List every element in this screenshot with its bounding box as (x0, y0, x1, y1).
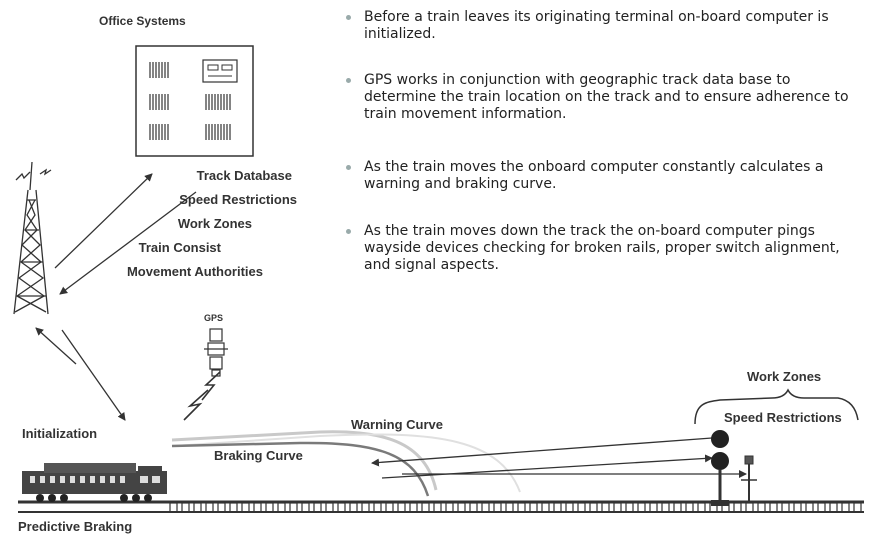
data-item-speed-restrictions: Speed Restrictions (179, 192, 297, 207)
track-tie (529, 502, 538, 513)
gps-label: GPS (204, 313, 224, 323)
track-tie (541, 502, 550, 513)
track-tie (577, 502, 586, 513)
track-tie (337, 502, 346, 513)
track-tie (649, 502, 658, 513)
braking-curve-line (171, 441, 430, 497)
initialization-down-arrow (61, 329, 126, 421)
warning-curve-outer (173, 433, 521, 493)
track-tie (853, 502, 862, 513)
track-tie (793, 502, 802, 513)
track-tie (709, 502, 718, 513)
track-tie (613, 502, 622, 513)
bullet-dot (346, 229, 351, 234)
bullet-text: GPS works in conjunction with geographic… (364, 72, 849, 122)
gps-satellite-icon (183, 328, 228, 421)
track-tie (265, 502, 274, 513)
uplink-arrow (54, 173, 153, 269)
track-tie (637, 502, 646, 513)
track-tie (433, 502, 442, 513)
track-tie (217, 502, 226, 513)
track-tie (205, 502, 214, 513)
track-tie (445, 502, 454, 513)
track-tie (733, 502, 742, 513)
work-zones-label: Work Zones (747, 369, 822, 384)
switch-stand-icon (741, 455, 757, 502)
bullet-text: As the train moves the onboard computer … (364, 159, 824, 192)
locomotive-icon (22, 463, 167, 502)
track-tie (385, 502, 394, 513)
office-server-icon (135, 45, 254, 157)
track-tie (601, 502, 610, 513)
track-tie (625, 502, 634, 513)
braking-curve-label: Braking Curve (214, 448, 303, 463)
track-tie (313, 502, 322, 513)
speed-restrictions-label: Speed Restrictions (724, 410, 842, 425)
signal-icon (711, 430, 729, 506)
track-tie (229, 502, 238, 513)
track-tie (253, 502, 262, 513)
track-tie (517, 502, 526, 513)
warning-curve-label: Warning Curve (351, 417, 443, 432)
data-item-train-consist: Train Consist (138, 240, 221, 255)
radio-tower-icon (13, 161, 52, 315)
bullet-text: As the train moves down the track the on… (364, 223, 840, 273)
track-tie (181, 502, 190, 513)
signal-return-arrow (371, 437, 713, 467)
track-tie (697, 502, 706, 513)
warning-curve-line (171, 430, 438, 491)
track-tie (469, 502, 478, 513)
track-tie (457, 502, 466, 513)
track-tie (409, 502, 418, 513)
bullet-text: Before a train leaves its originating te… (364, 9, 829, 42)
track-tie (325, 502, 334, 513)
track-tie (769, 502, 778, 513)
railroad-track (18, 500, 864, 513)
track-tie (373, 502, 382, 513)
track-tie (241, 502, 250, 513)
track-tie (781, 502, 790, 513)
track-tie (169, 502, 178, 513)
track-tie (277, 502, 286, 513)
track-tie (505, 502, 514, 513)
track-tie (553, 502, 562, 513)
office-systems-title: Office Systems (99, 14, 186, 28)
track-tie (493, 502, 502, 513)
track-tie (841, 502, 850, 513)
track-tie (757, 502, 766, 513)
predictive-braking-label: Predictive Braking (18, 519, 133, 534)
track-tie (589, 502, 598, 513)
track-tie (805, 502, 814, 513)
zone-brace (694, 388, 859, 425)
track-tie (361, 502, 370, 513)
initialization-up-arrow (35, 327, 77, 365)
track-tie (745, 502, 754, 513)
track-tie (661, 502, 670, 513)
data-item-work-zones: Work Zones (177, 216, 252, 231)
track-tie (829, 502, 838, 513)
bullet-dot (346, 15, 351, 20)
track-tie (685, 502, 694, 513)
signal-ping-arrow (381, 454, 713, 479)
track-tie (301, 502, 310, 513)
track-tie (397, 502, 406, 513)
data-item-movement-authorities: Movement Authorities (126, 264, 263, 279)
track-tie (289, 502, 298, 513)
data-item-track-database: Track Database (196, 168, 292, 183)
track-tie (565, 502, 574, 513)
track-tie (721, 502, 730, 513)
track-tie (349, 502, 358, 513)
bullet-dot (346, 78, 351, 83)
track-tie (481, 502, 490, 513)
bullet-dot (346, 165, 351, 170)
track-tie (193, 502, 202, 513)
track-tie (673, 502, 682, 513)
initialization-label: Initialization (22, 426, 98, 441)
downlink-arrow (59, 191, 197, 295)
track-tie (817, 502, 826, 513)
track-tie (421, 502, 430, 513)
